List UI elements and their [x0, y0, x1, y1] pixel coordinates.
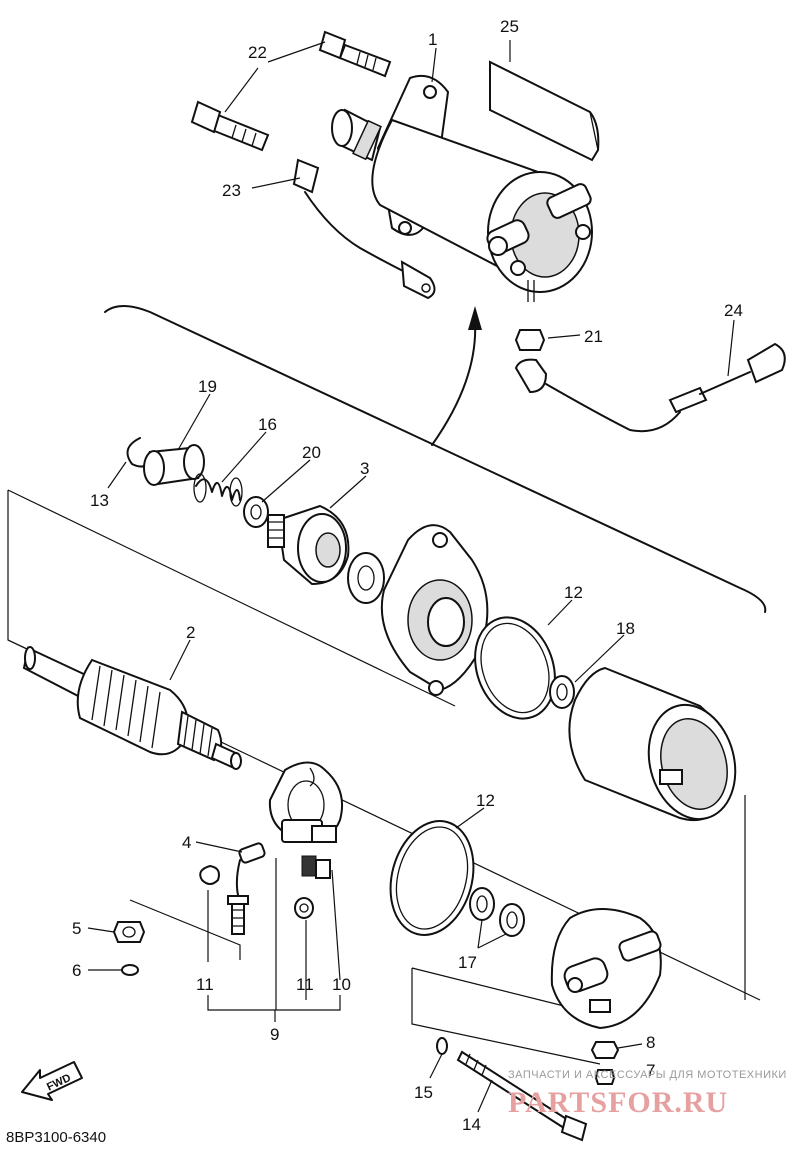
washer-brush: [199, 865, 220, 885]
brush-holder: [281, 819, 337, 879]
callout-12-upper: 12: [564, 583, 583, 602]
nut-5: [112, 921, 146, 943]
callout-24: 24: [724, 301, 743, 320]
through-bolt: [456, 1050, 588, 1142]
starter-motor-assembly: [331, 74, 593, 302]
callout-11-right: 11: [296, 975, 314, 994]
callout-25: 25: [500, 17, 519, 36]
leader-lines: [87, 40, 735, 1113]
nut-8: [590, 1041, 620, 1059]
callout-11-left: 11: [196, 975, 214, 994]
washer-7: [594, 1069, 616, 1085]
callout-14: 14: [462, 1115, 481, 1134]
o-ring-lower: [389, 820, 475, 936]
armature: [22, 646, 242, 770]
brush-lead: [235, 842, 266, 896]
callout-1: 1: [428, 30, 437, 49]
callout-17: 17: [458, 953, 477, 972]
label-plate: [489, 60, 600, 162]
callout-4: 4: [182, 833, 191, 852]
ground-lead: [292, 158, 436, 300]
nut-brush: [294, 897, 314, 919]
callout-10: 10: [332, 975, 351, 994]
callout-15: 15: [414, 1083, 433, 1102]
starter-lead: [514, 342, 786, 433]
assembly-bracket: [7, 305, 767, 1065]
o-ring-upper: [474, 616, 556, 720]
o-ring-15: [436, 1037, 448, 1055]
callout-8: 8: [646, 1033, 655, 1052]
callout-22: 22: [248, 43, 267, 62]
rear-cover: [550, 908, 662, 1030]
callout-18: 18: [616, 619, 635, 638]
callout-21: 21: [584, 327, 603, 346]
nut-terminal: [514, 329, 546, 351]
fwd-arrow-icon: FWD: [21, 1061, 83, 1101]
terminal-bolt: [227, 895, 249, 935]
callout-20: 20: [302, 443, 321, 462]
bolt-upper: [318, 30, 392, 78]
callout-19: 19: [198, 377, 217, 396]
callout-13: 13: [90, 491, 109, 510]
pinion-gear: [267, 504, 350, 586]
callout-12-lower: 12: [476, 791, 495, 810]
washer-6: [121, 964, 139, 976]
spring: [193, 473, 243, 507]
diagram-code: 8BP3100-6340: [6, 1129, 106, 1146]
washer-small: [243, 496, 269, 528]
callout-16: 16: [258, 415, 277, 434]
watermark-brand: PARTSFOR.RU: [508, 1086, 728, 1119]
callout-7: 7: [646, 1061, 655, 1080]
bolt-lower: [190, 100, 270, 152]
yoke-housing: [568, 666, 737, 822]
callout-5: 5: [72, 919, 81, 938]
watermark: ЗАПЧАСТИ И АКСЕССУАРЫ ДЛЯ МОТОТЕХНИКИ PA…: [508, 1069, 787, 1119]
washers-17: [469, 887, 525, 937]
assembly-arrow: [431, 306, 482, 446]
front-bracket: [380, 524, 489, 696]
callout-23: 23: [222, 181, 241, 200]
watermark-tagline: ЗАПЧАСТИ И АКСЕССУАРЫ ДЛЯ МОТОТЕХНИКИ: [508, 1069, 787, 1081]
callout-3: 3: [360, 459, 369, 478]
callout-labels: 1 25 22 23 21 24 19 16 20 3 13 12 18 2 4…: [72, 17, 743, 1134]
callout-6: 6: [72, 961, 81, 980]
washer-18: [549, 675, 575, 709]
bushing-collar: [143, 444, 205, 486]
callout-2: 2: [186, 623, 195, 642]
callout-9: 9: [270, 1025, 279, 1044]
washer-pinion: [347, 552, 385, 604]
